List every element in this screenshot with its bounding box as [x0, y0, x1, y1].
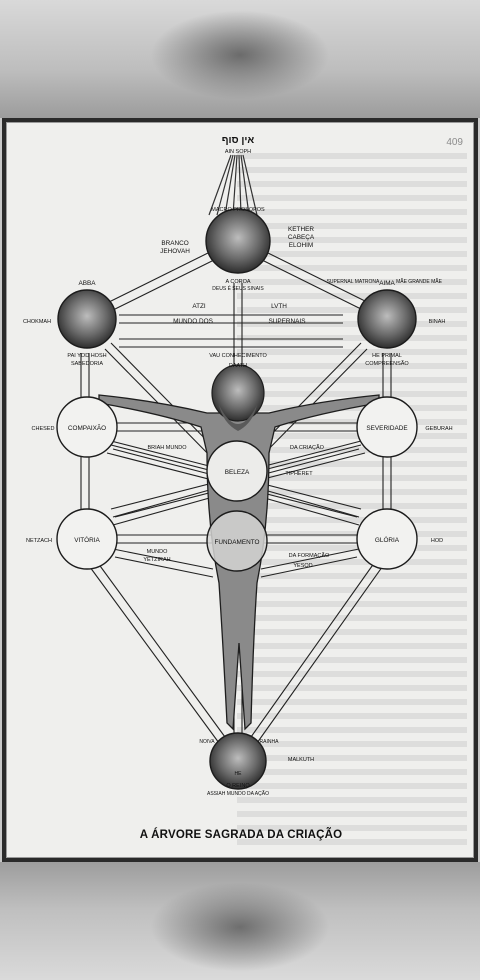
malkuth-circle: [209, 732, 267, 790]
elohim-label: ELOHIM: [289, 242, 314, 249]
book-page: 409: [6, 122, 474, 858]
yetzirah-label: YETZIRAH: [143, 557, 170, 563]
hod-label: HOD: [431, 538, 443, 544]
gloria-label: GLÓRIA: [375, 535, 400, 544]
jehovah-label: JEHOVAH: [160, 248, 190, 255]
yesod-label: YESOD: [293, 563, 312, 569]
sephiroth: [56, 208, 418, 790]
ain-soph-label: AIN SOPH: [225, 149, 251, 155]
blurred-background-top: [0, 0, 480, 118]
cabeca-label: CABEÇA: [288, 234, 315, 241]
supernais-label: SUPERNAIS: [269, 318, 306, 325]
compreensao-label: COMPREENSÃO: [365, 360, 409, 367]
geburah-label: GEBURAH: [425, 426, 452, 432]
chokmah-circle: [57, 289, 117, 349]
reino-label: O REINO: [226, 783, 250, 789]
he-label: HE: [235, 771, 243, 777]
abba-label: ABBA: [78, 280, 96, 287]
mundo-label: MUNDO: [147, 549, 168, 555]
netzach-label: NETZACH: [26, 538, 52, 544]
malkuth-label: MALKUTH: [288, 757, 314, 763]
netzach-circle: [56, 508, 118, 570]
branco-label: BRANCO: [161, 240, 188, 247]
photo-frame: 409: [2, 118, 478, 862]
deus-label: DEUS É SEUS SINAIS: [212, 285, 264, 292]
binah-circle: [357, 289, 417, 349]
hebrew-label: אין סוף: [222, 135, 255, 146]
diagram-caption: A ÁRVORE SAGRADA DA CRIAÇÃO: [139, 829, 343, 841]
tiphereth-circle: [206, 440, 268, 502]
mae-label: MÃE GRANDE MÃE: [396, 278, 443, 285]
luth-label: LVTH: [271, 303, 287, 310]
page-number: 409: [446, 137, 463, 148]
kether-circle: [205, 208, 271, 274]
macro-prosopos-label: MACRO PROSOPOS: [211, 207, 265, 213]
assiah-label: ASSIAH MUNDO DA AÇÃO: [207, 790, 269, 797]
chokmah-label: CHOKMAH: [23, 319, 51, 325]
vitoria-label: VITÓRIA: [74, 535, 100, 544]
fundamento-label: FUNDAMENTO: [215, 539, 260, 546]
noiva-label: NOIVA: [199, 739, 215, 745]
ain-soph-rays: [208, 154, 258, 216]
tree-of-life-diagram: אין סוף AIN SOPH MACRO PROSOPOS BRANCO J…: [23, 135, 453, 797]
vau-label: VAU CONHECIMENTO: [209, 353, 267, 359]
da-criacao-label: DA CRIAÇÃO: [290, 444, 325, 451]
yesod-circle: [206, 510, 268, 572]
severidade-label: SEVERIDADE: [366, 425, 407, 432]
hod-circle: [356, 508, 418, 570]
he-primal-label: HE PRIMAL: [372, 353, 402, 359]
chesed-label: CHESED: [32, 426, 55, 432]
blurred-background-bottom: [0, 862, 480, 980]
formacao-label: DA FORMAÇÃO: [289, 552, 330, 559]
chesed-circle: [56, 396, 118, 458]
kether-label: KETHER: [288, 226, 314, 233]
briah-label: BRIAH MUNDO: [147, 445, 187, 451]
tiphereth-label: TIPHERET: [285, 471, 313, 477]
beleza-label: BELEZA: [225, 469, 250, 476]
faded-book-text: [237, 153, 467, 853]
sabedoria-label: SABEDORIA: [71, 361, 103, 367]
pai-label: PAI YOD HOSH: [67, 353, 106, 359]
mundo-dos-label: MUNDO DOS: [173, 318, 213, 325]
daath-label: DAATH: [229, 363, 247, 369]
atzi-label: ATZI: [192, 303, 206, 310]
compaixao-label: COMPAIXÃO: [68, 423, 106, 432]
geburah-circle: [356, 396, 418, 458]
binah-label: BINAH: [429, 319, 446, 325]
aima-label: AIMA: [379, 280, 395, 287]
rainha-label: RAINHA: [260, 739, 280, 745]
coroa-label: A COROA: [225, 279, 250, 285]
supernal-label: SUPERNAL MATRONA: [327, 279, 380, 285]
